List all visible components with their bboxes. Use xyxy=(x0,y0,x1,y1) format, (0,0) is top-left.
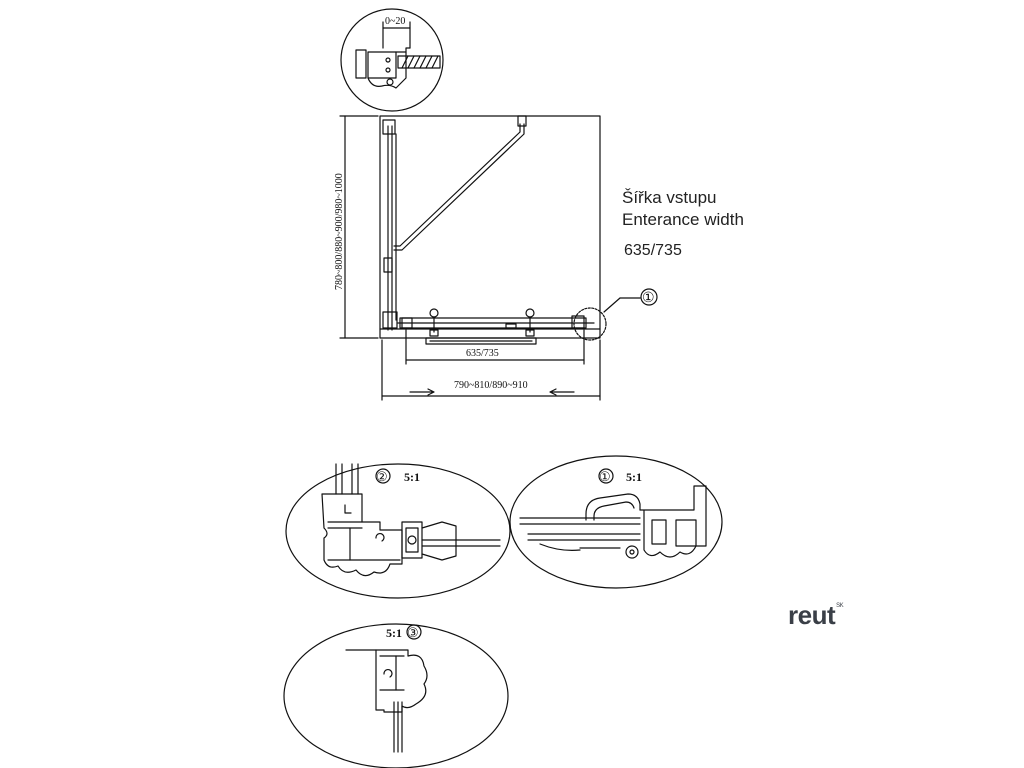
detail-2-ellipse xyxy=(285,463,511,599)
entrance-width-label-cz: Šířka vstupu xyxy=(622,188,717,207)
gap-dimension-label: 0~20 xyxy=(385,16,405,27)
brand-logo-text: reut xyxy=(788,600,836,630)
detail-3-marker: ③ xyxy=(407,625,419,640)
brand-logo-sup: SK xyxy=(836,603,844,609)
detail-1-ellipse xyxy=(509,455,723,589)
top-detail-circle xyxy=(340,8,444,112)
door-width-dimension-line xyxy=(405,329,585,365)
height-dimension-label: 780~800/880~900/980~1000 xyxy=(334,173,345,290)
total-width-label: 790~810/890~910 xyxy=(454,380,528,391)
door-width-label: 635/735 xyxy=(466,348,499,359)
entrance-width-label-en: Enterance width xyxy=(622,210,744,229)
detail-3-ellipse xyxy=(283,623,509,768)
detail-3-scale: 5:1 xyxy=(386,626,402,640)
height-dimension-line xyxy=(339,115,379,339)
detail-2-marker: ② xyxy=(376,469,388,484)
callout-1-marker: ① xyxy=(642,291,655,306)
detail-1-scale: 5:1 xyxy=(626,470,642,484)
detail-1-marker: ① xyxy=(599,469,611,484)
plan-view xyxy=(379,115,658,345)
total-width-dimension-line xyxy=(381,339,601,401)
entrance-width-value: 635/735 xyxy=(624,242,682,259)
detail-2-scale: 5:1 xyxy=(404,470,420,484)
brand-logo: reutSK xyxy=(788,600,844,631)
